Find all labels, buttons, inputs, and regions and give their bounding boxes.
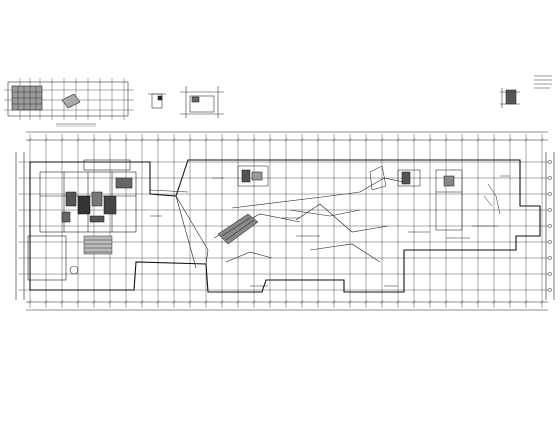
dimension-tick bbox=[412, 138, 416, 142]
central-ramp bbox=[217, 213, 259, 245]
dimension-tick bbox=[60, 300, 64, 304]
dimension-tick bbox=[172, 138, 176, 142]
dimension-tick bbox=[284, 138, 288, 142]
dimension-tick bbox=[348, 300, 352, 304]
title-block-mark bbox=[534, 75, 552, 89]
grid-axis-bubble bbox=[548, 208, 552, 212]
dimension-lines bbox=[15, 131, 555, 311]
dimension-tick bbox=[108, 138, 112, 142]
grid-axis-bubble bbox=[548, 160, 552, 164]
dimension-tick bbox=[380, 138, 384, 142]
left-wing-rooms bbox=[27, 159, 137, 281]
structural-grid-columns bbox=[28, 134, 544, 308]
dimension-tick bbox=[268, 138, 272, 142]
equipment-room-1 bbox=[237, 165, 269, 187]
dimension-tick bbox=[284, 300, 288, 304]
dimension-tick bbox=[492, 300, 496, 304]
dimension-tick bbox=[92, 138, 96, 142]
equipment-room-2 bbox=[397, 169, 421, 187]
dimension-tick bbox=[300, 300, 304, 304]
dimension-tick bbox=[364, 300, 368, 304]
dimension-tick bbox=[236, 300, 240, 304]
key-plan-thumbnail bbox=[4, 78, 134, 120]
dimension-tick bbox=[124, 138, 128, 142]
left-wing-core-blocks bbox=[61, 191, 117, 223]
dimension-tick bbox=[460, 138, 464, 142]
dimension-tick bbox=[476, 300, 480, 304]
dimension-tick bbox=[44, 138, 48, 142]
key-plan-hatched-block bbox=[11, 85, 43, 111]
dimension-tick bbox=[76, 138, 80, 142]
detail-block-2 bbox=[180, 86, 224, 118]
grid-axis-markers bbox=[548, 160, 552, 292]
dimension-tick bbox=[236, 138, 240, 142]
dimension-tick bbox=[60, 138, 64, 142]
grid-axis-bubble bbox=[548, 288, 552, 292]
dimension-tick bbox=[156, 138, 160, 142]
grid-axis-bubble bbox=[548, 224, 552, 228]
dimension-tick bbox=[492, 138, 496, 142]
dimension-tick bbox=[428, 300, 432, 304]
dimension-tick bbox=[348, 138, 352, 142]
grid-axis-bubble bbox=[548, 240, 552, 244]
grid-axis-bubble bbox=[548, 256, 552, 260]
structural-grid-rows bbox=[18, 161, 552, 291]
dimension-tick bbox=[476, 138, 480, 142]
detail-block-3 bbox=[500, 88, 520, 108]
dimension-tick bbox=[508, 300, 512, 304]
dimension-tick bbox=[540, 138, 544, 142]
dimension-tick bbox=[28, 138, 32, 142]
plan-caption bbox=[56, 123, 96, 127]
dimension-tick bbox=[188, 300, 192, 304]
dimension-tick bbox=[140, 300, 144, 304]
grid-axis-bubble bbox=[548, 272, 552, 276]
dimension-tick bbox=[444, 300, 448, 304]
dimension-tick bbox=[508, 138, 512, 142]
dimension-tick bbox=[460, 300, 464, 304]
grid-axis-bubble bbox=[548, 176, 552, 180]
dimension-tick bbox=[140, 138, 144, 142]
core-room-right bbox=[435, 169, 463, 231]
dimension-tick bbox=[524, 300, 528, 304]
dimension-tick bbox=[540, 300, 544, 304]
dimension-tick bbox=[188, 138, 192, 142]
dimension-tick bbox=[220, 138, 224, 142]
dimension-tick bbox=[268, 300, 272, 304]
right-wing-details bbox=[408, 175, 510, 233]
dimension-tick bbox=[316, 300, 320, 304]
dimension-tick bbox=[76, 300, 80, 304]
dimension-tick bbox=[428, 138, 432, 142]
dimension-tick bbox=[252, 300, 256, 304]
dimension-tick bbox=[124, 300, 128, 304]
dimension-tick bbox=[444, 138, 448, 142]
left-wing-stair bbox=[83, 235, 113, 255]
dimension-tick bbox=[204, 300, 208, 304]
annotation-leaders bbox=[150, 177, 470, 287]
key-plan-stair bbox=[61, 93, 81, 109]
dimension-tick bbox=[92, 300, 96, 304]
dimension-tick bbox=[380, 300, 384, 304]
dimension-tick bbox=[412, 300, 416, 304]
dimension-tick bbox=[204, 138, 208, 142]
dimension-tick bbox=[156, 300, 160, 304]
grid-axis-bubble bbox=[548, 192, 552, 196]
small-room-left-top bbox=[369, 165, 387, 191]
detail-block-1 bbox=[148, 93, 166, 109]
dimension-tick bbox=[28, 300, 32, 304]
dimension-tick bbox=[252, 138, 256, 142]
dimension-tick bbox=[220, 300, 224, 304]
dimension-tick bbox=[172, 300, 176, 304]
dimension-tick bbox=[332, 300, 336, 304]
dimension-tick bbox=[524, 138, 528, 142]
dimension-tick bbox=[108, 300, 112, 304]
dimension-tick bbox=[44, 300, 48, 304]
dimension-tick bbox=[396, 138, 400, 142]
dimension-tick bbox=[396, 300, 400, 304]
dimension-tick bbox=[316, 138, 320, 142]
dimension-tick bbox=[332, 138, 336, 142]
dimension-tick bbox=[364, 138, 368, 142]
dimension-tick bbox=[300, 138, 304, 142]
